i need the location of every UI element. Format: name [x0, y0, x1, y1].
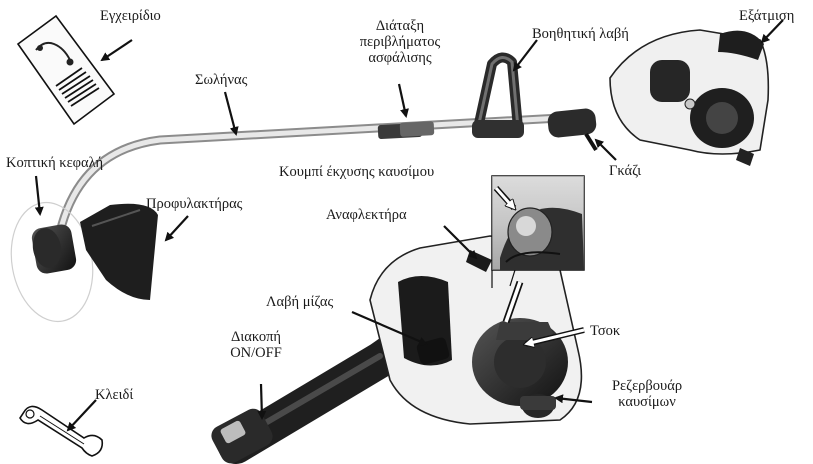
label-exhaust: Εξάτμιση	[739, 8, 794, 24]
label-housing-line1: Διάταξη	[320, 18, 480, 34]
label-fuel-tank: Ρεζερβουάρ καυσίμων	[592, 378, 702, 410]
label-aux-handle: Βοηθητική λαβή	[532, 26, 629, 42]
arrow-cutting-head	[36, 176, 40, 214]
label-primer: Κουμπί έκχυσης καυσίμου	[279, 164, 434, 180]
label-shaft: Σωλήνας	[195, 72, 247, 88]
label-throttle: Γκάζι	[609, 163, 641, 179]
label-housing-line2: περιβλήματος	[320, 34, 480, 50]
label-guard: Προφυλακτήρας	[146, 196, 242, 212]
label-housing-line3: ασφάλισης	[320, 50, 480, 66]
label-manual: Εγχειρίδιο	[100, 8, 161, 24]
label-spark-plug: Αναφλεκτήρα	[326, 207, 407, 223]
arrow-wrench	[68, 400, 96, 430]
manual-illustration	[18, 16, 114, 124]
label-switch-line2: ON/OFF	[206, 345, 306, 361]
label-wrench: Κλειδί	[95, 387, 133, 403]
arrow-switch	[261, 384, 262, 418]
arrow-housing	[399, 84, 406, 116]
primer-inset	[492, 176, 584, 270]
label-cutting-head: Κοπτική κεφαλή	[6, 155, 103, 171]
arrow-guard	[166, 216, 188, 240]
arrow-throttle	[596, 140, 616, 160]
arrow-aux-handle	[514, 40, 537, 70]
wrench-illustration	[20, 406, 102, 456]
label-tank-line1: Ρεζερβουάρ	[592, 378, 702, 394]
label-starter-handle: Λαβή μίζας	[266, 294, 333, 310]
label-switch-line1: Διακοπή	[206, 329, 306, 345]
arrow-manual	[102, 40, 132, 60]
label-housing-lock: Διάταξη περιβλήματος ασφάλισης	[320, 18, 480, 66]
arrow-shaft	[225, 92, 236, 134]
label-tank-line2: καυσίμων	[592, 394, 702, 410]
label-choke: Τσοκ	[590, 323, 620, 339]
label-on-off-switch: Διακοπή ON/OFF	[206, 329, 306, 361]
